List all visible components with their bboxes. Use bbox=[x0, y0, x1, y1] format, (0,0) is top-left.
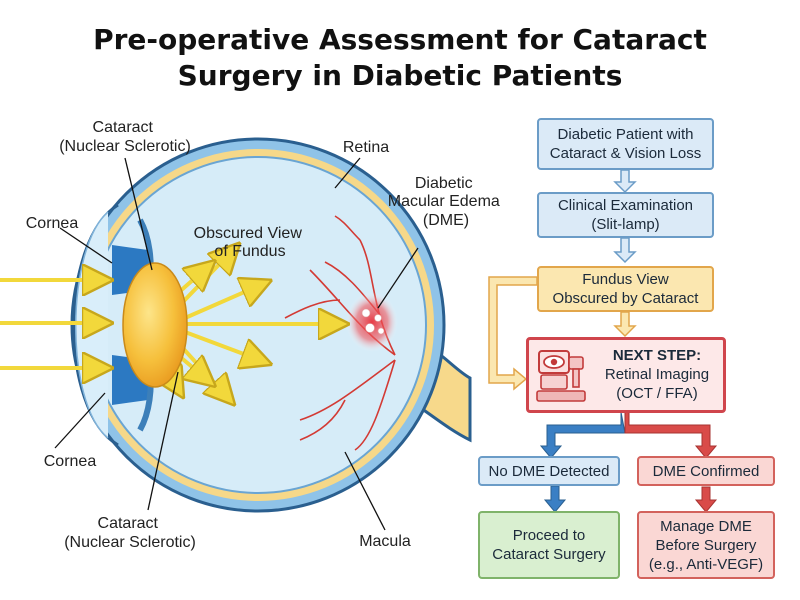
label-macula: Macula bbox=[359, 533, 411, 550]
next-step-heading: NEXT STEP: bbox=[612, 347, 702, 364]
label-cornea-top: Cornea bbox=[26, 215, 79, 232]
next-step-text: NEXT STEP: Retinal Imaging (OCT / FFA) bbox=[593, 346, 721, 403]
exam-box: Clinical Examination (Slit-lamp) bbox=[537, 192, 714, 238]
manage-box: Manage DME Before Surgery (e.g., Anti-VE… bbox=[637, 511, 775, 579]
dme-confirmed-label: DME Confirmed bbox=[652, 462, 760, 480]
fundus-line-2: Obscured by Cataract bbox=[552, 290, 699, 307]
patient-box: Diabetic Patient with Cataract & Vision … bbox=[537, 118, 714, 170]
fundus-line-1: Fundus View bbox=[582, 271, 669, 288]
manage-line-2: Before Surgery bbox=[655, 536, 757, 554]
label-retina: Retina bbox=[343, 139, 389, 156]
proceed-box: Proceed to Cataract Surgery bbox=[478, 511, 620, 579]
dme-confirmed-box: DME Confirmed bbox=[637, 456, 775, 486]
label-cataract-top: Cataract (Nuclear Sclerotic) bbox=[59, 119, 191, 155]
manage-line-3: (e.g., Anti-VEGF) bbox=[648, 555, 764, 573]
dme-lesion bbox=[346, 292, 398, 352]
label-cornea-bottom: Cornea bbox=[44, 453, 97, 470]
exam-line-2: (Slit-lamp) bbox=[591, 216, 660, 233]
exam-line-1: Clinical Examination bbox=[557, 197, 694, 214]
cataract-lens bbox=[122, 262, 188, 388]
page-title: Pre-operative Assessment for Cataract Su… bbox=[0, 22, 800, 94]
no-dme-label: No DME Detected bbox=[488, 462, 610, 480]
fundus-box: Fundus View Obscured by Cataract bbox=[537, 266, 714, 312]
no-dme-box: No DME Detected bbox=[478, 456, 620, 486]
title-line-1: Pre-operative Assessment for Cataract bbox=[93, 23, 707, 56]
light-rays bbox=[0, 248, 342, 400]
proceed-line-1: Proceed to bbox=[512, 527, 586, 544]
title-line-2: Surgery in Diabetic Patients bbox=[177, 59, 623, 92]
proceed-line-2: Cataract Surgery bbox=[492, 546, 606, 563]
patient-line-1: Diabetic Patient with bbox=[557, 126, 694, 143]
next-step-line-1: Retinal Imaging bbox=[604, 366, 710, 383]
patient-line-2: Cataract & Vision Loss bbox=[549, 145, 702, 162]
manage-line-1: Manage DME bbox=[660, 517, 752, 535]
retinal-camera-icon bbox=[536, 350, 586, 402]
label-dme: Diabetic Macular Edema (DME) bbox=[388, 175, 505, 229]
label-obscured-view: Obscured View of Fundus bbox=[194, 225, 307, 260]
next-step-line-2: (OCT / FFA) bbox=[616, 385, 698, 402]
label-cataract-bottom: Cataract (Nuclear Sclerotic) bbox=[64, 515, 196, 551]
next-step-box: NEXT STEP: Retinal Imaging (OCT / FFA) bbox=[526, 337, 726, 413]
